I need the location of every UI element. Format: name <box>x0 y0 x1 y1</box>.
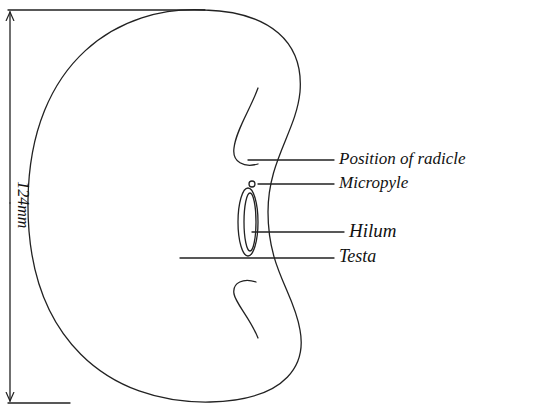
micropyle-dot <box>249 181 255 187</box>
leader-line <box>248 159 334 160</box>
dimension-line <box>9 203 10 401</box>
extension-line <box>8 9 205 10</box>
part-label: Hilum <box>349 221 397 242</box>
hilum-outer <box>238 188 258 256</box>
leader-line <box>252 231 344 232</box>
extension-line <box>8 402 70 403</box>
part-label: Testa <box>339 247 376 267</box>
dimension-text: 124mm <box>15 181 33 228</box>
part-label: Micropyle <box>339 174 408 193</box>
leader-line <box>258 183 334 184</box>
leader-line <box>180 257 334 258</box>
radicle-curve <box>234 88 258 165</box>
seed-outline <box>28 10 301 402</box>
hilum-inner <box>244 193 256 251</box>
dimension-line <box>9 12 10 203</box>
testa-fold-curve <box>234 281 258 339</box>
part-label: Position of radicle <box>339 150 466 169</box>
